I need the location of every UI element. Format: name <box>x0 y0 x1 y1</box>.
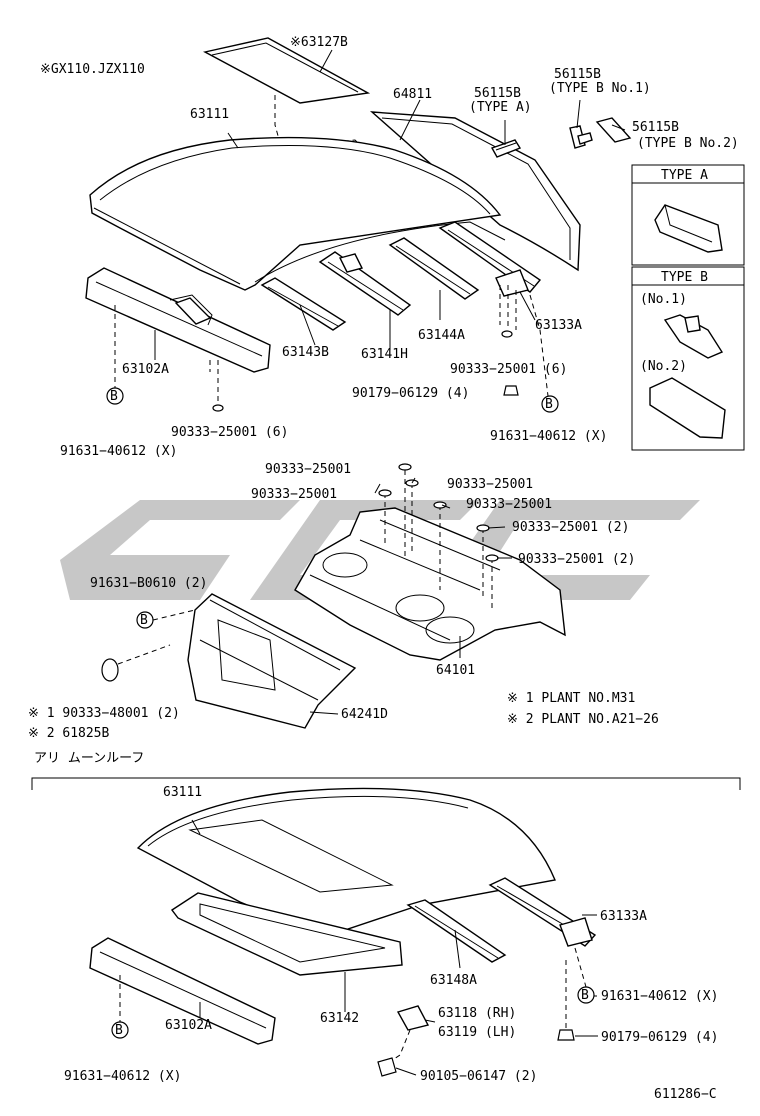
part-label: 90333−25001 (6) <box>450 362 567 377</box>
part-label: 64811 <box>393 87 432 102</box>
part-63127b <box>203 37 371 104</box>
part-63142-housing <box>170 892 403 976</box>
callout-b: B <box>115 1023 123 1038</box>
part-label: 63148A <box>430 973 477 988</box>
part-label: 63141H <box>361 347 408 362</box>
part-63102a-front-header <box>85 267 271 373</box>
part-label: 63111 <box>163 785 202 800</box>
part-label: 64101 <box>436 663 475 678</box>
part-label: 90333−25001 (2) <box>518 552 635 567</box>
fasteners-top <box>106 285 559 413</box>
part-56115b-type-b-no2 <box>595 117 632 143</box>
part-label: 56115B <box>632 120 679 135</box>
diagram-code: 611286−C <box>654 1087 717 1102</box>
leader-lines <box>154 49 626 1076</box>
part-label: 63133A <box>600 909 647 924</box>
part-63148a-rail <box>406 899 507 963</box>
part-56115b-type-a <box>490 139 522 158</box>
part-label: 90179−06129 (4) <box>352 386 469 401</box>
part-label: 91631−40612 (X) <box>60 444 177 459</box>
part-63111-moonroof-roof <box>136 787 556 936</box>
part-label: 91631−B0610 (2) <box>90 576 207 591</box>
part-label: 90333−25001 (6) <box>171 425 288 440</box>
part-label: 63144A <box>418 328 465 343</box>
part-label: 63142 <box>320 1011 359 1026</box>
part-label: 90179−06129 (4) <box>601 1030 718 1045</box>
part-label: 90105−06147 (2) <box>420 1069 537 1084</box>
part-label: 63102A <box>165 1018 212 1033</box>
part-label: 63102A <box>122 362 169 377</box>
moonroof-section-label: アリ ムーンルーフ <box>34 751 144 766</box>
part-label: 90333−25001 <box>251 487 337 502</box>
part-label: (TYPE B No.2) <box>637 136 739 151</box>
part-63133a-moonroof-rail <box>488 877 597 947</box>
part-label: 91631−40612 (X) <box>490 429 607 444</box>
part-label: 63119 (LH) <box>438 1025 516 1040</box>
part-label: 91631−40612 (X) <box>64 1069 181 1084</box>
callout-b: B <box>581 988 589 1003</box>
part-label: 56115B <box>474 86 521 101</box>
part-63102a-moonroof-header <box>89 937 276 1045</box>
part-64241d-panel <box>101 593 357 729</box>
callout-b: B <box>110 389 118 404</box>
fasteners-bottom <box>111 947 595 1077</box>
part-63133a-rear-rail <box>438 221 542 297</box>
part-label: 90333−25001 <box>447 477 533 492</box>
part-label: 63133A <box>535 318 582 333</box>
plant-note-2: ※ 2 PLANT NO.A21−26 <box>507 712 659 727</box>
clip-type-box <box>631 164 745 451</box>
part-63143b-rail <box>260 277 347 331</box>
callout-b: B <box>140 613 148 628</box>
part-label: 90333−25001 <box>265 462 351 477</box>
part-56115b-type-b-no1 <box>569 125 593 149</box>
part-label: 91631−40612 (X) <box>601 989 718 1004</box>
part-label: 90333−25001 <box>466 497 552 512</box>
plant-note-1: ※ 1 PLANT NO.M31 <box>507 691 635 706</box>
callout-b-markers: B B B B B <box>110 389 589 1038</box>
part-label: 63111 <box>190 107 229 122</box>
section-bracket <box>31 777 741 790</box>
type-b-no2-label: (No.2) <box>640 359 687 374</box>
part-label: 56115B <box>554 67 601 82</box>
type-a-heading: TYPE A <box>661 168 708 183</box>
part-label: 90333−25001 (2) <box>512 520 629 535</box>
part-63144a-rail <box>388 237 480 300</box>
type-b-no1-label: (No.1) <box>640 292 687 307</box>
part-64101-rear-floor <box>294 463 566 661</box>
part-label: ※ 1 90333−48001 (2) <box>28 706 180 721</box>
part-label: 64241D <box>341 707 388 722</box>
type-b-heading: TYPE B <box>661 270 708 285</box>
part-label: 63118 (RH) <box>438 1006 516 1021</box>
part-label: (TYPE B No.1) <box>549 81 651 96</box>
model-note: ※GX110.JZX110 <box>40 62 145 77</box>
part-label: 63143B <box>282 345 329 360</box>
part-63141h-rail <box>318 251 412 316</box>
part-label: (TYPE A) <box>469 100 532 115</box>
part-label: ※63127B <box>290 35 348 50</box>
part-label: ※ 2 61825B <box>28 726 110 741</box>
callout-b: B <box>545 397 553 412</box>
